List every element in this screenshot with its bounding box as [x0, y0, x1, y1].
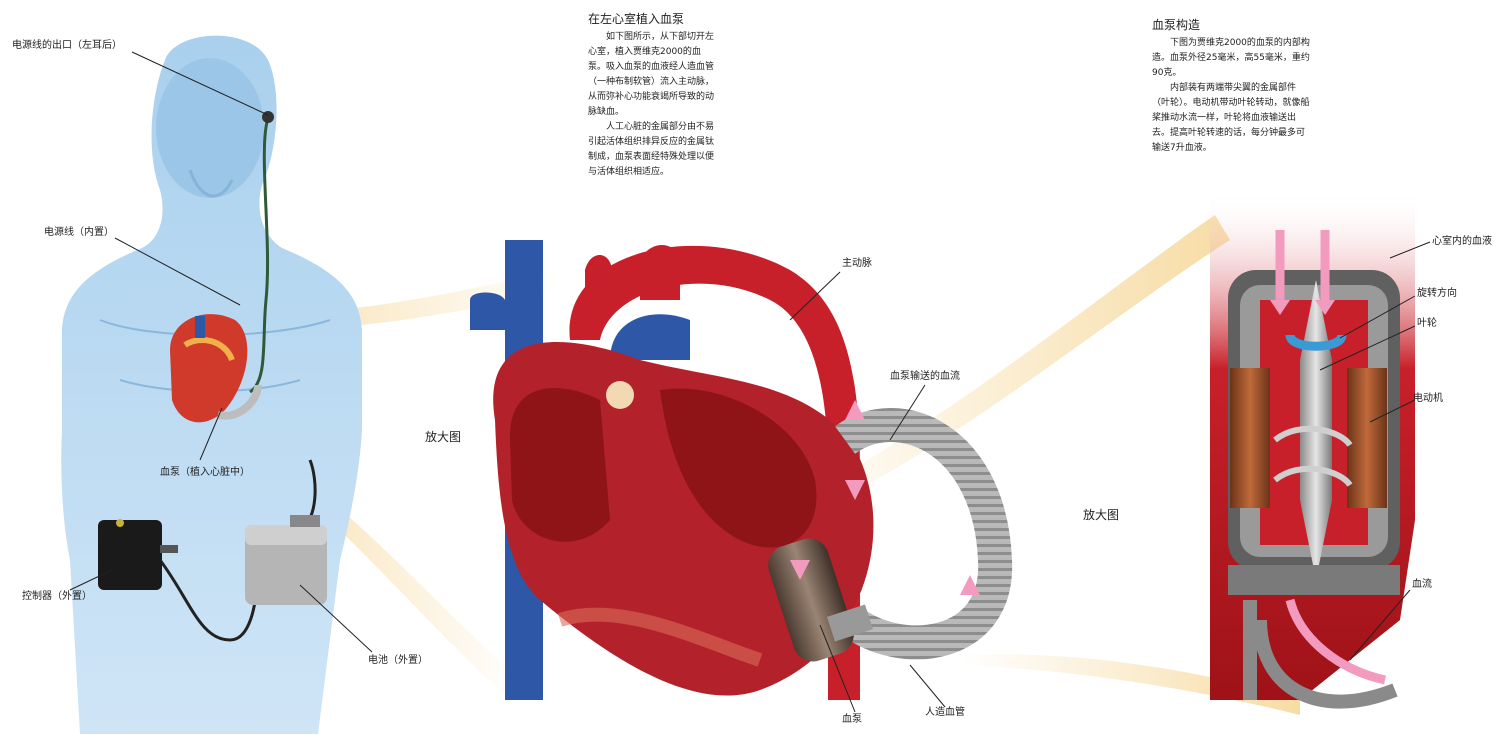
label-graft: 人造血管 — [925, 707, 965, 718]
text-block-structure-title: 血泵构造 — [1152, 18, 1201, 32]
label-battery: 电池（外置） — [368, 655, 428, 666]
small-heart — [170, 314, 262, 423]
battery-device — [245, 515, 327, 605]
label-pump-blood-flow: 血泵输送的血流 — [890, 371, 960, 382]
label-blood-flow: 血流 — [1412, 579, 1432, 590]
text-block-implant-p1: 如下图所示，从下部切开左心室，植入贾维克2000的血泵。吸入血泵的血液经人造血管… — [588, 32, 715, 117]
label-cable-exit: 电源线的出口（左耳后） — [12, 40, 122, 51]
pump-cross-section — [1210, 190, 1415, 709]
text-block-implant: 在左心室植入血泵 如下图所示，从下部切开左心室，植入贾维克2000的血泵。吸入血… — [588, 10, 716, 180]
label-magnified-2: 放大图 — [1083, 508, 1120, 522]
label-cable-internal: 电源线（内置） — [44, 227, 114, 238]
controller-device — [98, 519, 178, 590]
power-cable-internal — [249, 117, 270, 394]
heart-blood-pump — [768, 538, 874, 662]
text-block-implant-p2: 人工心脏的金属部分由不易引起活体组织排异反应的金属钛制成，血泵表面经特殊处理以便… — [588, 122, 715, 177]
text-block-structure-p1: 下图为贾维克2000的血泵的内部构造。血泵外径25毫米，高55毫米，重约90克。 — [1152, 38, 1310, 78]
label-motor: 电动机 — [1413, 393, 1443, 404]
label-magnified-1: 放大图 — [425, 430, 462, 444]
leader-lines — [69, 51, 1431, 713]
label-rotation: 旋转方向 — [1417, 288, 1457, 299]
label-ventricle-blood: 心室内的血液 — [1432, 236, 1492, 247]
label-pump-in-heart: 血泵（植入心脏中） — [160, 467, 250, 478]
label-impeller: 叶轮 — [1417, 318, 1437, 329]
text-block-implant-title: 在左心室植入血泵 — [588, 12, 685, 26]
artificial-graft — [835, 408, 1013, 660]
label-controller: 控制器（外置） — [22, 591, 92, 602]
text-block-structure: 血泵构造 下图为贾维克2000的血泵的内部构造。血泵外径25毫米，高55毫米，重… — [1152, 16, 1312, 156]
label-pump: 血泵 — [842, 714, 862, 725]
label-aorta: 主动脉 — [842, 258, 872, 269]
heart-flow-arrows — [790, 400, 980, 595]
text-block-structure-p2: 内部装有两端带尖翼的金属部件（叶轮）。电动机带动叶轮转动，就像船桨推动水流一样，… — [1152, 83, 1310, 153]
